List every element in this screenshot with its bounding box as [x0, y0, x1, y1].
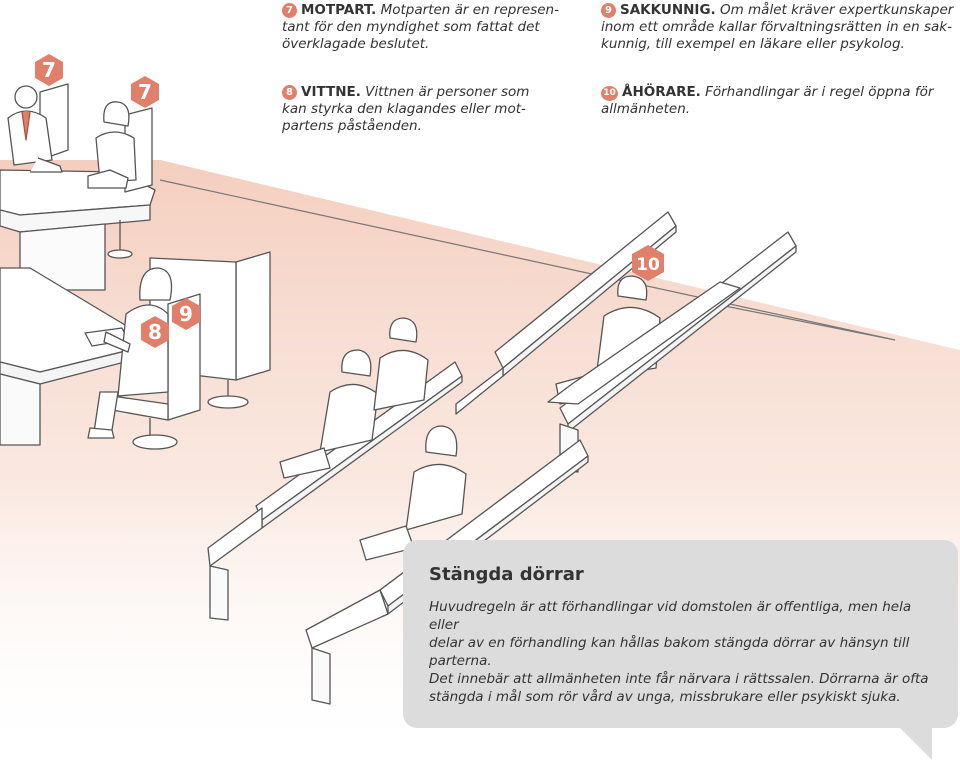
- motpart-person-woman: [87, 101, 137, 189]
- caption-sakkunnig: 9 SAKKUNNIG. Om målet kräver expertkunska…: [601, 2, 956, 53]
- caption-text: Vittnen är personer som: [365, 84, 530, 100]
- info-line: delar av en förhandling kan hållas bakom…: [429, 635, 910, 669]
- info-box-tail: [898, 726, 932, 760]
- spectator-bench-3b: [373, 317, 429, 411]
- svg-text:10: 10: [636, 255, 660, 275]
- caption-number-badge: 7: [282, 3, 297, 18]
- caption-text: partens påståenden.: [282, 118, 422, 134]
- info-body: Huvudregeln är att förhandlingar vid dom…: [429, 598, 939, 706]
- svg-text:7: 7: [138, 80, 152, 104]
- caption-keyword: VITTNE.: [301, 84, 361, 100]
- caption-keyword: ÅHÖRARE.: [622, 84, 701, 100]
- caption-vittne: 8 VITTNE. Vittnen är personer som kan sty…: [282, 84, 582, 135]
- marker-7-left: 7: [35, 54, 63, 86]
- marker-10: 10: [632, 245, 664, 281]
- caption-text: kunnig, till exempel en läkare eller psy…: [601, 36, 905, 52]
- caption-text: tant för den myndighet som fattat det: [282, 19, 540, 35]
- svg-text:8: 8: [148, 320, 162, 344]
- marker-9: 9: [172, 298, 200, 330]
- caption-keyword: SAKKUNNIG.: [620, 2, 716, 18]
- svg-text:7: 7: [42, 58, 56, 82]
- info-line: Huvudregeln är att förhandlingar vid dom…: [429, 599, 912, 633]
- floor-edge-line: [159, 179, 896, 341]
- caption-motpart: 7 MOTPART. Motparten är en represen- tant…: [282, 2, 582, 53]
- marker-7-right: 7: [131, 76, 159, 108]
- info-line: Det innebär att allmänheten inte får när…: [429, 671, 929, 687]
- bench-2: [547, 231, 797, 473]
- caption-number-badge: 9: [601, 3, 616, 18]
- motpart-person-man: [7, 85, 63, 173]
- caption-text: kan styrka den klagandes eller mot-: [282, 101, 526, 117]
- caption-text: Om målet kräver expertkunskaper: [719, 2, 954, 18]
- info-line: stängda i mål som rör vård av unga, miss…: [429, 689, 901, 705]
- witness-table: [0, 267, 141, 446]
- info-title: Stängda dörrar: [429, 564, 584, 585]
- spectator-bench-4: [359, 425, 467, 561]
- marker-8: 8: [141, 316, 169, 348]
- caption-text: inom ett område kallar förvaltningsrätte…: [601, 19, 952, 35]
- caption-keyword: MOTPART.: [301, 2, 377, 18]
- caption-ahorare: 10 ÅHÖRARE. Förhandlingar är i regel öppn…: [601, 84, 956, 118]
- svg-text:9: 9: [179, 302, 193, 326]
- info-box: Stängda dörrar Huvudregeln är att förhan…: [403, 540, 958, 728]
- caption-text: Motparten är en represen-: [380, 2, 559, 18]
- caption-number-badge: 10: [601, 86, 618, 101]
- caption-text: allmänheten.: [601, 101, 691, 117]
- caption-text: överklagade beslutet.: [282, 36, 430, 52]
- caption-text: Förhandlingar är i regel öppna för: [705, 84, 934, 100]
- caption-number-badge: 8: [282, 85, 297, 100]
- spectator-bench-3a: [279, 349, 379, 479]
